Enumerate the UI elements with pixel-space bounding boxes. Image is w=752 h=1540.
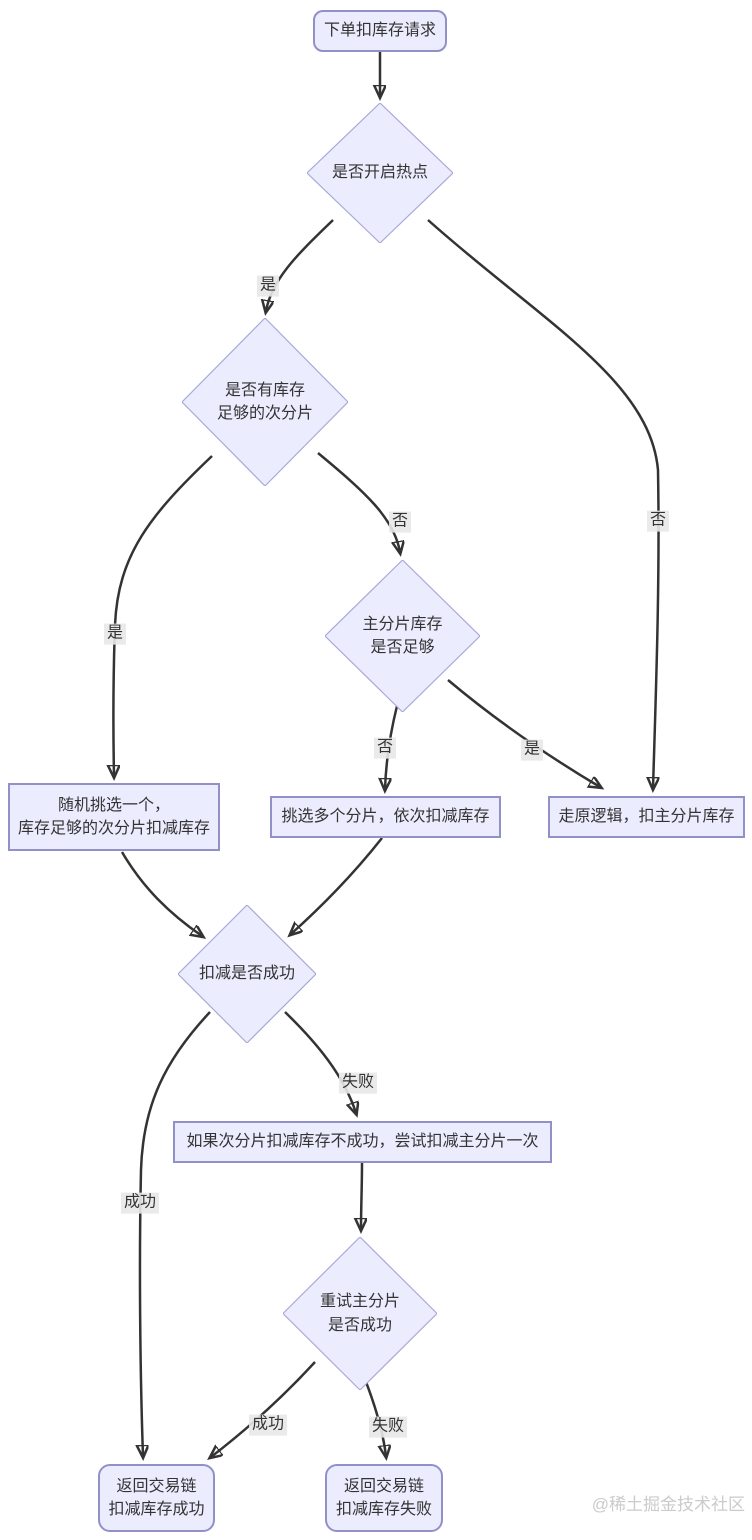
node-retry-main: 如果次分片扣减库存不成功，尝试扣减主分片一次 [173, 1121, 552, 1163]
edge-pickone-to-deduct [120, 851, 202, 936]
edge-label-retry-success: 成功 [248, 1414, 288, 1436]
node-pick-multi: 挑选多个分片，依次扣减库存 [270, 796, 501, 838]
edge-deduct-success [140, 1011, 211, 1456]
diamond-shape [325, 560, 480, 712]
edge-deduct-fail [284, 1011, 356, 1113]
node-return-fail: 返回交易链 扣减库存失败 [325, 1464, 443, 1532]
edge-label-deduct-success: 成功 [120, 1192, 160, 1214]
node-deduct-check: 扣减是否成功 [178, 905, 316, 1043]
node-label: 是否开启热点 [331, 164, 428, 182]
node-hotspot-check: 是否开启热点 [307, 103, 453, 243]
edge-hotspot-no [427, 219, 660, 788]
diamond-shape [307, 103, 453, 243]
node-label: 扣减是否成功 [198, 965, 295, 983]
diamond-shape [283, 1237, 437, 1390]
node-label: 主分片库存 是否足够 [362, 615, 443, 656]
node-label: 是否有库存 足够的次分片 [216, 381, 313, 422]
edge-label-deduct-fail: 失败 [338, 1072, 378, 1094]
edge-subshard-no [317, 452, 400, 552]
node-original-logic: 走原逻辑，扣主分片库存 [548, 796, 745, 838]
edge-label-retry-fail: 失败 [368, 1416, 408, 1438]
edge-label-mainshard-no: 否 [373, 737, 397, 759]
diamond-shape [182, 318, 348, 486]
edge-retry-success [211, 1361, 316, 1457]
edge-label-hotspot-yes: 是 [256, 275, 280, 297]
edge-subshard-yes [113, 455, 213, 776]
node-retry-check: 重试主分片 是否成功 [283, 1237, 437, 1390]
edge-hotspot-yes [266, 219, 334, 311]
juejin-watermark: @稀土掘金技术社区 [591, 1495, 745, 1514]
node-start: 下单扣库存请求 [313, 10, 447, 52]
edge-label-hotspot-no: 否 [646, 510, 670, 532]
edge-label-subshard-yes: 是 [103, 623, 127, 645]
edge-label-subshard-no: 否 [388, 511, 412, 533]
diamond-shape [178, 905, 316, 1043]
node-label: 重试主分片 是否成功 [319, 1293, 400, 1334]
edge-retrymain-to-retrycheck [361, 1162, 362, 1229]
edge-pickmulti-to-deduct [291, 837, 383, 934]
node-pick-one: 随机挑选一个， 库存足够的次分片扣减库存 [8, 783, 220, 851]
node-return-success: 返回交易链 扣减库存成功 [98, 1464, 215, 1532]
node-mainshard-check: 主分片库存 是否足够 [325, 560, 480, 712]
edge-label-mainshard-yes: 是 [520, 739, 544, 761]
node-subshard-check: 是否有库存 足够的次分片 [182, 318, 348, 486]
